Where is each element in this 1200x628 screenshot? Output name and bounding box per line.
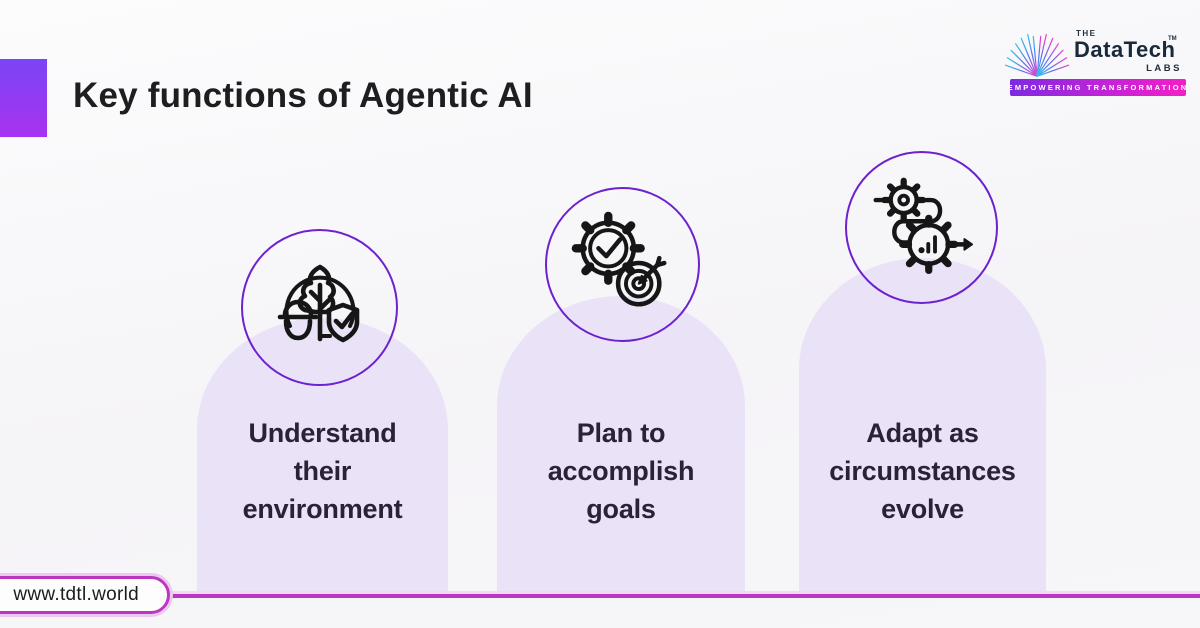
environment-tree-helmet-shield-icon — [277, 264, 359, 342]
page-title: Key functions of Agentic AI — [73, 76, 533, 115]
accent-gradient-square — [0, 59, 47, 137]
logo-brand-text: DataTech — [1074, 37, 1176, 62]
card-label-plan: Plan to accomplish goals — [547, 418, 695, 524]
card-label-adapt: Adapt as circumstances evolve — [829, 418, 1016, 524]
website-url[interactable]: www.tdtl.world — [13, 584, 139, 605]
icon-circle-1 — [241, 229, 398, 386]
logo-labs-text: LABS — [1146, 63, 1182, 74]
card-adapt-evolve — [799, 258, 1046, 597]
website-link-pill[interactable]: www.tdtl.world — [0, 576, 170, 614]
gears-process-arrow-icon — [873, 177, 973, 274]
logo-tagline-bar: EMPOWERING TRANSFORMATION — [1008, 79, 1186, 96]
icon-circle-2 — [545, 187, 700, 342]
gear-check-target-icon — [571, 211, 666, 307]
icon-circle-3 — [845, 151, 998, 304]
footer-divider-line — [0, 594, 1200, 598]
logo-the-text: THE — [1076, 29, 1097, 38]
card-label-understand: Understand their environment — [242, 418, 403, 524]
datatech-labs-logo: THE DataTech TM LABS EMPOWERING TRANSFOR… — [1000, 22, 1190, 102]
logo-trademark: TM — [1168, 36, 1177, 42]
butterfly-fan-icon — [1004, 33, 1070, 77]
card-plan-goals — [497, 296, 745, 597]
